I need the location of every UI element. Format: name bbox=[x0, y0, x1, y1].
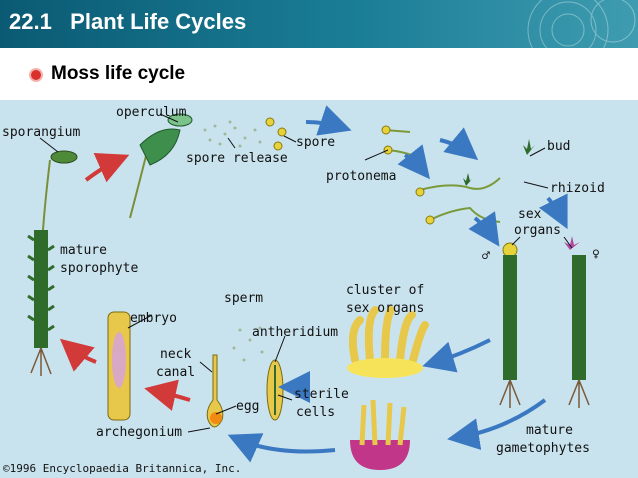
bullet-icon bbox=[31, 70, 41, 80]
section-title: Plant Life Cycles bbox=[70, 9, 247, 34]
label-canal: canal bbox=[156, 365, 195, 380]
diagram-canvas: operculum sporangium spore release spore… bbox=[2, 105, 605, 475]
moss-life-cycle-diagram: operculum sporangium spore release spore… bbox=[0, 100, 638, 478]
section-number: 22.1 bbox=[9, 9, 52, 34]
leader-lines bbox=[39, 113, 573, 433]
label-sperm: sperm bbox=[224, 291, 263, 306]
cluster-archegonia bbox=[350, 399, 410, 470]
buds bbox=[463, 139, 535, 186]
label-sporangium: sporangium bbox=[2, 125, 80, 140]
label-sex: sex bbox=[518, 207, 542, 222]
label-antheridium: antheridium bbox=[252, 325, 338, 340]
protonema bbox=[384, 129, 501, 223]
label-spore-release: spore release bbox=[186, 151, 288, 166]
label-cluster-of: cluster of bbox=[346, 283, 424, 298]
label-bud: bud bbox=[547, 139, 570, 154]
male-symbol-icon: ♂ bbox=[482, 249, 490, 264]
label-rhizoid: rhizoid bbox=[550, 181, 605, 196]
label-embryo: embryo bbox=[130, 311, 177, 326]
male-gametophyte bbox=[499, 242, 521, 408]
protonema-cells bbox=[381, 125, 435, 225]
mature-sporophyte-plant bbox=[27, 150, 78, 376]
female-symbol-icon: ♀ bbox=[592, 247, 600, 262]
label-organs: organs bbox=[514, 223, 561, 238]
embryo bbox=[107, 311, 131, 421]
label-sporophyte: sporophyte bbox=[60, 261, 138, 276]
label-protonema: protonema bbox=[326, 169, 396, 184]
capsule-spore-release bbox=[129, 113, 262, 219]
label-neck: neck bbox=[160, 347, 191, 362]
archegonium bbox=[206, 354, 224, 428]
label-mature: mature bbox=[60, 243, 107, 258]
spores bbox=[265, 117, 287, 151]
label-sex-organs: sex organs bbox=[346, 301, 424, 316]
sperm-cells bbox=[232, 326, 264, 362]
cycle-arrows bbox=[59, 105, 568, 463]
slide-header: 22.1 Plant Life Cycles bbox=[0, 0, 638, 48]
label-gametophytes: gametophytes bbox=[496, 441, 590, 456]
subtitle-row bbox=[0, 48, 638, 100]
cluster-antheridia bbox=[347, 306, 429, 378]
label-egg: egg bbox=[236, 399, 259, 414]
label-spore: spore bbox=[296, 135, 335, 150]
female-gametophyte bbox=[564, 236, 590, 408]
copyright-text: ©1996 Encyclopaedia Britannica, Inc. bbox=[3, 462, 241, 475]
page-title: 22.1 Plant Life Cycles bbox=[9, 9, 246, 35]
label-archegonium: archegonium bbox=[96, 425, 182, 440]
label-mature-gametophytes-1: mature bbox=[526, 423, 573, 438]
label-operculum: operculum bbox=[116, 105, 187, 120]
antheridium bbox=[266, 359, 284, 421]
label-sterile: sterile bbox=[294, 387, 349, 402]
slide-subtitle: Moss life cycle bbox=[51, 63, 186, 84]
label-cells: cells bbox=[296, 405, 335, 420]
header-decoration-icon bbox=[527, 0, 636, 48]
